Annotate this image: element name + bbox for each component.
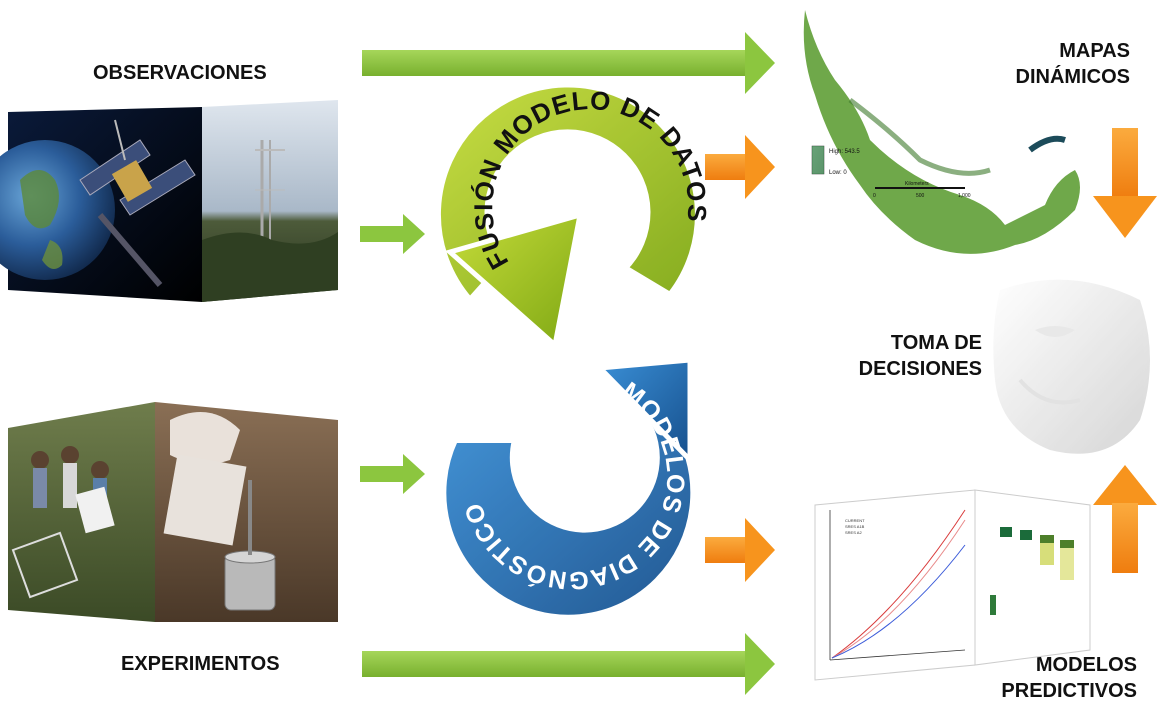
- cycle-arrow-diagnostico: MODELOS DE DIAGNÓSTICO: [440, 357, 697, 621]
- series-line: [831, 544, 966, 659]
- map-scale-tick: 1,000: [958, 193, 971, 199]
- observaciones-label: OBSERVACIONES: [93, 62, 267, 84]
- hat-icon: [170, 412, 240, 464]
- orange-arrow-up: [1093, 465, 1157, 573]
- mexico-map-icon: [803, 10, 1080, 254]
- experiments-image: [8, 402, 338, 622]
- map-scale-unit: Kilometers: [905, 181, 929, 187]
- dynamic-map: High: 543.5 Low: 0 Kilometers 0 500 1,00…: [803, 10, 1080, 254]
- map-scale-tick: 500: [916, 193, 925, 199]
- toma-line2: DECISIONES: [858, 358, 982, 380]
- series-line: [831, 519, 966, 659]
- mapas-dinamicos-label: MAPAS DINÁMICOS: [990, 38, 1130, 90]
- map-legend-low: Low: 0: [829, 170, 847, 176]
- decision-face-image: [993, 279, 1150, 454]
- orange-arrow-down: [1093, 128, 1157, 238]
- series-line: [831, 509, 966, 659]
- toma-decisiones-label: TOMA DE DECISIONES: [820, 330, 982, 382]
- modelos-line2: PREDICTIVOS: [1001, 680, 1137, 702]
- cycle-arrow-fusion: FUSIÓN MODELO DE DATOS: [434, 81, 712, 350]
- map-legend-high: High: 543.5: [829, 149, 860, 155]
- map-scale-tick: 0: [873, 193, 876, 199]
- modelos-line1: MODELOS: [1035, 654, 1137, 676]
- toma-line1: TOMA DE: [890, 332, 982, 354]
- chart-legend-item: SRES A2: [845, 530, 862, 535]
- predictive-models-image: CURRENT SRES A1B SRES A2: [814, 489, 1091, 681]
- satellite-icon: [79, 119, 196, 287]
- mapas-line2: DINÁMICOS: [1015, 66, 1130, 88]
- green-arrow-exp-to-cycle: [360, 454, 425, 494]
- chart-legend-item: CURRENT: [845, 518, 865, 523]
- green-arrow-experimentos: [362, 633, 775, 695]
- orange-arrow-to-models: [705, 518, 775, 582]
- orange-arrow-to-map: [705, 135, 775, 199]
- observations-image: [0, 100, 338, 302]
- green-arrow-observaciones: [362, 32, 775, 94]
- green-arrow-obs-to-cycle: [360, 214, 425, 254]
- modelos-predictivos-label: MODELOS PREDICTIVOS: [960, 652, 1137, 704]
- face-icon: [993, 279, 1150, 454]
- experimentos-label: EXPERIMENTOS: [121, 653, 280, 675]
- mapas-line1: MAPAS: [1059, 40, 1130, 62]
- chart-legend-item: SRES A1B: [845, 524, 865, 529]
